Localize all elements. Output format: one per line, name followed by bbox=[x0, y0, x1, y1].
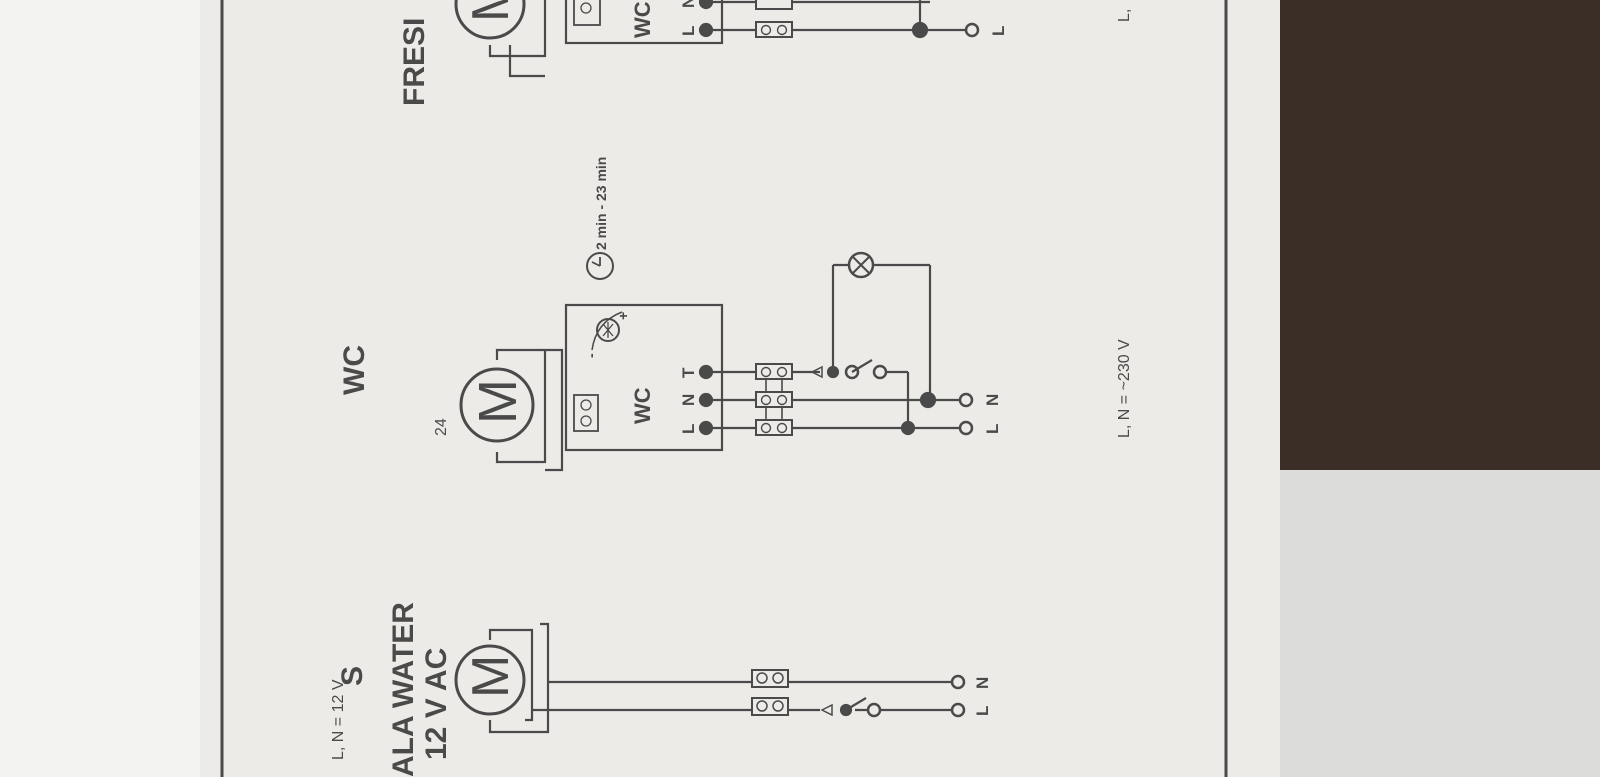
left-supply-terminal-n bbox=[950, 674, 966, 690]
wc-motor-label: M bbox=[468, 379, 528, 424]
heading-right: FRESI bbox=[398, 18, 431, 106]
left-circuit bbox=[454, 622, 966, 734]
right-supply-terminal-l bbox=[964, 22, 980, 38]
rotated-content: S ALA WATER 12 V AC WC FRESI L, N = 12 V… bbox=[330, 9, 1133, 777]
heading-left-line2: 12 V AC bbox=[420, 648, 453, 760]
wc-unit-box bbox=[564, 303, 724, 452]
left-motor-icon bbox=[454, 644, 526, 716]
wc-switch-blade bbox=[851, 359, 873, 373]
right-terminal-n-label: N bbox=[679, 0, 698, 8]
wc-circuit bbox=[459, 251, 974, 472]
wc-motor-bracket bbox=[495, 348, 564, 472]
right-unit-label: WC bbox=[630, 1, 655, 38]
wc-switch-arrow bbox=[810, 365, 823, 379]
left-supply-terminal-l bbox=[950, 702, 966, 718]
heading-left-line1: ALA WATER bbox=[387, 602, 420, 777]
wc-supply-terminal-n bbox=[958, 392, 974, 408]
adjust-arc-icon bbox=[591, 311, 623, 351]
timer-clock-icon bbox=[586, 252, 614, 280]
wc-timer-range: 2 min - 23 min bbox=[593, 157, 609, 250]
right-terminal-l-label: L bbox=[679, 26, 698, 36]
page-number: 24 bbox=[433, 418, 450, 436]
wc-terminal-n-label: N bbox=[679, 394, 698, 406]
right-motor-icon bbox=[454, 0, 526, 40]
wc-terminal-t-label: T bbox=[679, 367, 698, 378]
wc-supply-note: L, N = ~230 V bbox=[1116, 339, 1133, 438]
right-supply-l-label: L bbox=[989, 26, 1008, 36]
wc-unit-label: WC bbox=[630, 387, 655, 424]
left-terminal-n-label: N bbox=[973, 677, 992, 689]
heading-left-letter: S bbox=[336, 666, 369, 686]
left-terminal-l-label: L bbox=[973, 706, 992, 716]
left-motor-bracket bbox=[488, 622, 550, 734]
wc-supply-n-label: N bbox=[983, 394, 1002, 406]
left-switch-blade bbox=[845, 697, 867, 711]
manual-page bbox=[200, 0, 1280, 777]
wc-adjust-minus: - bbox=[583, 353, 599, 358]
left-motor-label: M bbox=[462, 655, 520, 698]
right-supply-note: L, bbox=[1116, 9, 1133, 22]
white-object-background bbox=[1270, 470, 1600, 777]
right-motor-label: M bbox=[462, 0, 520, 22]
right-unit-box bbox=[564, 0, 724, 45]
wc-supply-terminal-l bbox=[958, 420, 974, 436]
heading-middle: WC bbox=[338, 345, 371, 395]
right-circuit bbox=[454, 0, 980, 78]
left-switch-arrow bbox=[820, 703, 833, 717]
wc-motor-terminal bbox=[573, 394, 599, 432]
table-surface bbox=[0, 0, 200, 777]
wc-adjust-plus: + bbox=[615, 312, 631, 320]
wc-motor-icon bbox=[459, 367, 535, 443]
left-supply-note: L, N = 12 V bbox=[330, 679, 347, 760]
wc-terminal-l-label: L bbox=[679, 424, 698, 434]
wc-supply-l-label: L bbox=[983, 424, 1002, 434]
left-switch-terminal bbox=[866, 702, 882, 718]
